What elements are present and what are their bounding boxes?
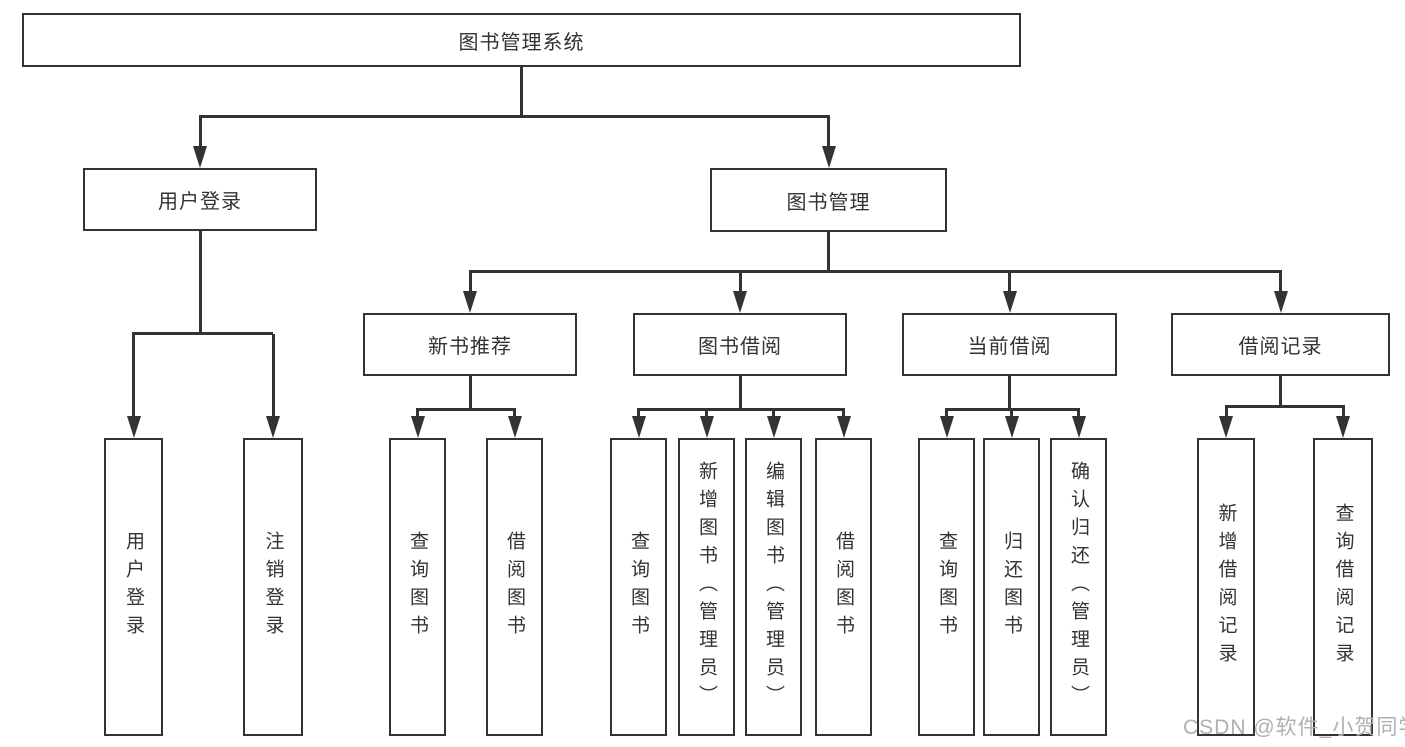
leaf-recommend-query-books: 查询图书 [389, 438, 446, 736]
leaf-edit-books-admin: 编辑图书（管理员） [745, 438, 802, 736]
arrowhead-down-icon [766, 416, 781, 438]
node-root: 图书管理系统 [22, 13, 1021, 67]
connector-book-management-stem [827, 231, 830, 272]
connector-new-book-recommend-stem [468, 375, 472, 411]
node-book-management: 图书管理 [710, 168, 947, 232]
csdn-watermark: CSDN @软件_小贺同学 [1183, 716, 1405, 739]
arrowhead-down-icon [193, 146, 207, 168]
leaf-current-query-books-label: 查询图书 [936, 531, 957, 643]
node-book-borrow: 图书借阅 [633, 313, 847, 376]
leaf-recommend-query-books-label: 查询图书 [407, 531, 428, 643]
leaf-borrow-books: 借阅图书 [815, 438, 872, 736]
leaf-user-login-label: 用户登录 [123, 531, 144, 643]
arrowhead-down-icon [1273, 291, 1288, 313]
leaf-edit-books-admin-label: 编辑图书（管理员） [763, 461, 784, 713]
arrowhead-down-icon [1336, 416, 1350, 438]
node-user-login-label: 用户登录 [158, 191, 242, 213]
leaf-logout-label: 注销登录 [262, 531, 284, 643]
arrowhead-down-icon [836, 416, 851, 438]
connector-book-borrow-bar [637, 408, 845, 411]
connector-level2-bar [198, 115, 830, 118]
node-book-borrow-label: 图书借阅 [698, 336, 782, 358]
connector-user-login-bar [132, 332, 273, 335]
connector-drop-current-borrow [1008, 272, 1011, 292]
connector-drop-user-login [198, 117, 202, 149]
connector-drop-book-management [827, 117, 830, 149]
arrowhead-down-icon [821, 146, 836, 168]
connector-current-borrow-bar [945, 408, 1080, 411]
node-current-borrow-label: 当前借阅 [967, 336, 1052, 358]
connector-borrow-records-bar [1224, 405, 1345, 408]
connector-borrow-records-stem [1279, 375, 1282, 408]
node-borrow-records: 借阅记录 [1171, 313, 1390, 376]
arrowhead-down-icon [1002, 291, 1017, 313]
connector-user-login-stem [198, 230, 202, 334]
arrowhead-down-icon [463, 291, 477, 313]
node-new-book-recommend-label: 新书推荐 [428, 336, 512, 358]
arrowhead-down-icon [631, 416, 646, 438]
connector-drop-leaf-logout [271, 334, 275, 418]
arrowhead-down-icon [410, 416, 425, 438]
leaf-confirm-return-admin-label: 确认归还（管理员） [1068, 461, 1089, 713]
connector-new-book-recommend-bar [416, 408, 516, 411]
connector-drop [1341, 407, 1345, 418]
node-root-label: 图书管理系统 [458, 31, 585, 54]
connector-drop [945, 410, 948, 418]
connector-drop [772, 410, 775, 418]
leaf-logout: 注销登录 [243, 438, 303, 736]
node-book-management-label: 图书管理 [786, 191, 871, 214]
arrowhead-down-icon [1071, 416, 1086, 438]
connector-drop [1010, 410, 1013, 418]
arrowhead-down-icon [939, 416, 954, 438]
leaf-user-login: 用户登录 [104, 438, 163, 736]
arrowhead-down-icon [507, 416, 522, 438]
leaf-current-query-books: 查询图书 [918, 438, 975, 736]
leaf-return-books: 归还图书 [983, 438, 1040, 736]
connector-drop-leaf-user-login [132, 334, 135, 418]
connector-drop-book-borrow [738, 272, 742, 292]
leaf-add-borrow-record-label: 新增借阅记录 [1215, 503, 1237, 671]
arrowhead-down-icon [699, 416, 714, 438]
connector-book-borrow-stem [738, 375, 742, 411]
leaf-borrow-books-label: 借阅图书 [833, 531, 854, 643]
arrowhead-down-icon [266, 416, 280, 438]
node-current-borrow: 当前借阅 [902, 313, 1117, 376]
leaf-borrow-query-books: 查询图书 [610, 438, 667, 736]
leaf-add-books-admin: 新增图书（管理员） [678, 438, 735, 736]
node-new-book-recommend: 新书推荐 [363, 313, 577, 376]
leaf-query-borrow-record: 查询借阅记录 [1313, 438, 1373, 736]
leaf-borrow-query-books-label: 查询图书 [628, 531, 649, 643]
leaf-recommend-borrow-books: 借阅图书 [486, 438, 543, 736]
connector-drop [1077, 410, 1080, 418]
connector-drop [637, 410, 640, 418]
node-borrow-records-label: 借阅记录 [1238, 336, 1323, 358]
arrowhead-down-icon [1219, 416, 1233, 438]
leaf-add-borrow-record: 新增借阅记录 [1197, 438, 1255, 736]
connector-current-borrow-stem [1008, 375, 1011, 411]
connector-drop [416, 410, 419, 418]
connector-drop [1224, 407, 1228, 418]
leaf-recommend-borrow-books-label: 借阅图书 [504, 531, 525, 643]
connector-drop-new-book-recommend [468, 272, 472, 292]
connector-drop [842, 410, 845, 418]
connector-root-stem [520, 67, 523, 117]
leaf-return-books-label: 归还图书 [1001, 531, 1022, 643]
leaf-query-borrow-record-label: 查询借阅记录 [1332, 503, 1354, 671]
connector-drop [513, 410, 516, 418]
node-user-login: 用户登录 [83, 168, 317, 231]
connector-drop [705, 410, 708, 418]
leaf-confirm-return-admin: 确认归还（管理员） [1050, 438, 1107, 736]
connector-drop-borrow-records [1279, 272, 1282, 292]
connector-level3-bar [468, 270, 1282, 273]
arrowhead-down-icon [1004, 416, 1019, 438]
arrowhead-down-icon [126, 416, 141, 438]
arrowhead-down-icon [733, 291, 747, 313]
leaf-add-books-admin-label: 新增图书（管理员） [696, 461, 717, 713]
